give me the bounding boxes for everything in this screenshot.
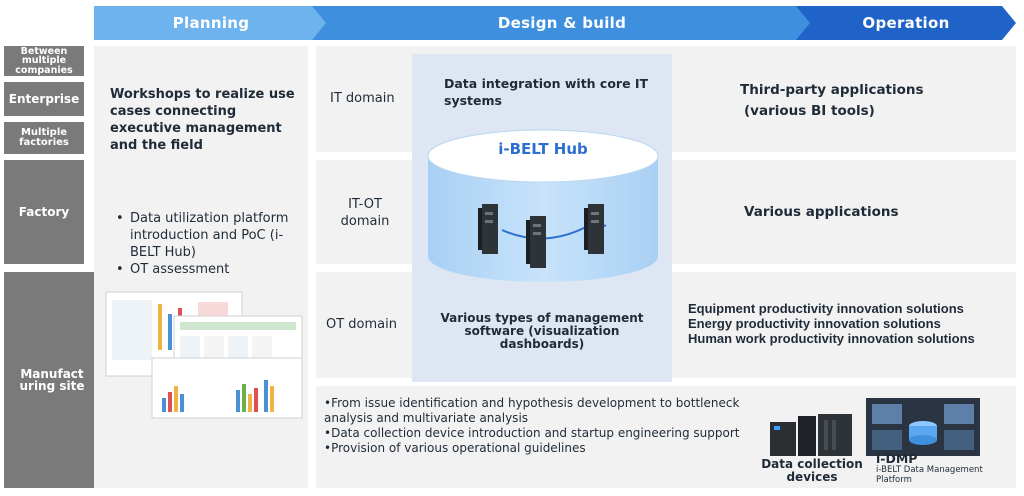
level-factory: Factory	[4, 160, 84, 264]
phase-planning: Planning	[94, 6, 328, 40]
planning-workshop-text: Workshops to realize use cases connectin…	[110, 87, 295, 154]
data-collection-devices-label: Data collection devices	[761, 457, 863, 485]
site-activities: •From issue identification and hypothesi…	[324, 396, 744, 456]
data-integration-text: Data integration with core IT systems	[444, 76, 649, 108]
phase-design-build-label: Design & build	[497, 14, 627, 32]
idmp-title: i-DMP	[876, 451, 918, 466]
platform-icon	[866, 398, 980, 456]
dashboard-thumb-3	[151, 357, 303, 419]
it-domain-label: IT domain	[330, 91, 395, 106]
planning-bullets: •Data utilization platform introduction …	[116, 210, 296, 279]
planning-bullet-2-text: OT assessment	[130, 262, 230, 278]
planning-bullet-1-text: Data utilization platform introduction a…	[130, 211, 289, 261]
hub-cylinder	[427, 129, 659, 282]
ot-domain-label: OT domain	[326, 317, 397, 332]
level-between-companies-label: Between multiple companies	[15, 45, 73, 76]
hub-title: i-BELT Hub	[498, 140, 588, 158]
phase-operation: Operation	[796, 6, 1016, 40]
solution-human: Human work productivity innovation solut…	[688, 330, 975, 346]
site-activity-1: •From issue identification and hypothesi…	[324, 396, 740, 425]
it-ot-domain-label: IT-OT domain	[340, 197, 390, 230]
third-party-apps: Third-party applications (various BI too…	[740, 80, 924, 122]
server-icon	[584, 204, 604, 254]
level-multiple-factories: Multiple factories	[4, 122, 84, 154]
phase-design-build: Design & build	[312, 6, 812, 40]
phase-operation-label: Operation	[862, 14, 950, 32]
site-activity-2: •Data collection device introduction and…	[324, 426, 740, 440]
various-apps: Various applications	[744, 204, 899, 220]
level-enterprise: Enterprise	[4, 82, 84, 116]
dashboard-thumbnail	[105, 291, 303, 419]
server-icon	[526, 216, 546, 268]
site-activity-3: •Provision of various operational guidel…	[324, 441, 586, 455]
phase-planning-label: Planning	[172, 14, 250, 32]
solution-energy: Energy productivity innovation solutions	[688, 315, 941, 331]
level-manufacturing-site-label: Manufact uring site	[19, 367, 85, 393]
level-factory-label: Factory	[18, 205, 70, 219]
device-icon	[770, 414, 852, 456]
management-software-text: Various types of management software (vi…	[440, 311, 644, 352]
level-multiple-factories-label: Multiple factories	[19, 127, 69, 148]
planning-bullet-1: •Data utilization platform introduction …	[116, 210, 296, 261]
level-enterprise-label: Enterprise	[8, 92, 80, 106]
idmp-subtitle: i-BELT Data Management Platform	[876, 465, 983, 485]
level-manufacturing-site: Manufact uring site	[4, 272, 100, 488]
planning-bullet-2: •OT assessment	[116, 262, 230, 278]
solution-equipment: Equipment productivity innovation soluti…	[688, 301, 964, 316]
server-icon	[478, 204, 498, 254]
third-party-apps-line2: (various BI tools)	[744, 102, 875, 119]
level-between-companies: Between multiple companies	[4, 46, 84, 76]
third-party-apps-line1: Third-party applications	[740, 82, 924, 98]
solutions-list: Equipment productivity innovation soluti…	[688, 301, 975, 347]
